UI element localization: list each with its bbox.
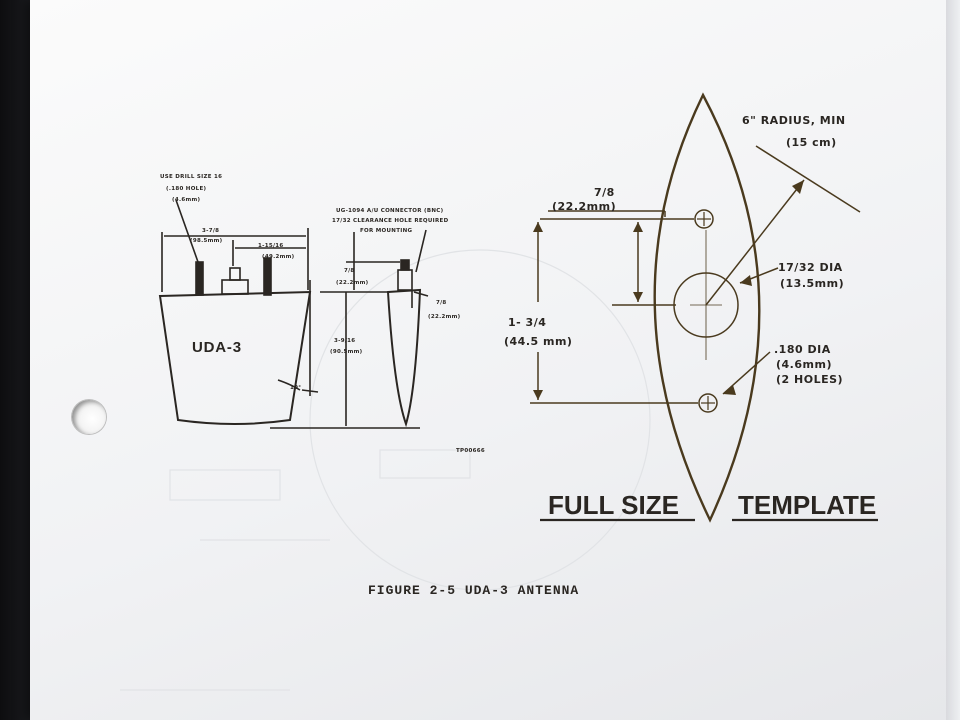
antenna-front-view xyxy=(158,199,319,425)
dim-side-value: 7/8 xyxy=(436,300,447,306)
connector-note-line-1: UG-1094 A/U CONNECTOR (BNC) xyxy=(336,208,444,214)
center-hole-dia: 17/32 DIA xyxy=(778,261,843,274)
antenna-body-label: UDA-3 xyxy=(192,339,242,356)
dim-side-metric: (22.2mm) xyxy=(428,314,461,320)
document-page xyxy=(30,0,955,720)
spacing-dim-metric: (44.5 mm) xyxy=(504,335,572,348)
antenna-side-view xyxy=(270,229,429,429)
radius-metric: (15 cm) xyxy=(786,136,837,149)
dim-height-value: 3-9/16 xyxy=(334,338,355,344)
full-size-label: FULL SIZE xyxy=(548,490,679,520)
drawing-id: TP00666 xyxy=(456,448,485,454)
figure-caption: FIGURE 2-5 UDA-3 ANTENNA xyxy=(368,583,579,598)
binder-punch-hole xyxy=(72,400,106,434)
drill-note-line-3: (4.6mm) xyxy=(172,197,201,203)
top-dim-metric: (22.2mm) xyxy=(552,200,616,213)
dim-offset-metric: (49.2mm) xyxy=(262,254,295,260)
dim-width-metric: (98.5mm) xyxy=(190,238,223,244)
bleed-through-ghost xyxy=(120,249,651,691)
dim-connector-metric: (22.2mm) xyxy=(336,280,369,286)
mount-hole-metric: (4.6mm) xyxy=(776,358,832,371)
center-hole-metric: (13.5mm) xyxy=(780,277,844,290)
page-edge-right xyxy=(946,0,960,720)
radius-label: 6" RADIUS, MIN xyxy=(742,114,846,127)
mount-hole-dia: .180 DIA xyxy=(774,343,831,356)
drill-note-line-2: (.180 HOLE) xyxy=(166,186,207,192)
mount-hole-count: (2 HOLES) xyxy=(776,373,843,386)
angle-label: 10° xyxy=(290,385,301,391)
drill-note-line-1: USE DRILL SIZE 16 xyxy=(160,174,222,180)
full-size-template-outline xyxy=(530,92,861,523)
dim-offset-value: 1-15/16 xyxy=(258,243,284,249)
dimension-arrowheads xyxy=(533,180,804,400)
dim-height-metric: (90.5mm) xyxy=(330,349,363,355)
template-label: TEMPLATE xyxy=(738,490,876,520)
top-dim-value: 7/8 xyxy=(594,186,615,199)
dim-connector-value: 7/8 xyxy=(344,268,355,274)
spacing-dim-value: 1- 3/4 xyxy=(508,316,546,329)
dim-width-value: 3-7/8 xyxy=(202,228,219,234)
connector-note-line-2: 17/32 CLEARANCE HOLE REQUIRED xyxy=(332,218,449,224)
connector-note-line-3: FOR MOUNTING xyxy=(360,228,413,234)
